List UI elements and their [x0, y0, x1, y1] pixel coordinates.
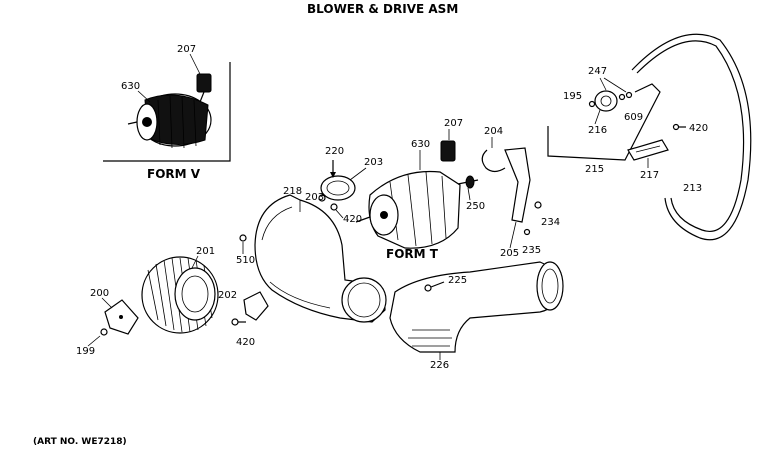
callout-235: 235 — [522, 245, 541, 256]
callout-216: 216 — [588, 125, 607, 136]
callout-215: 215 — [585, 164, 604, 175]
callout-201: 201 — [196, 246, 215, 257]
plate-217: 420 217 — [627, 123, 708, 181]
art-number: (ART NO. WE7218) — [33, 437, 127, 447]
form-v-motor — [127, 93, 212, 149]
callout-207-top: 207 — [177, 44, 196, 55]
callout-217: 217 — [640, 170, 659, 181]
callout-630-mid: 630 — [411, 139, 430, 150]
callout-234: 234 — [541, 217, 560, 228]
callout-207-mid: 207 — [444, 118, 463, 129]
form-v-inset: 207 630 FORM V — [103, 44, 231, 181]
motor-mount-ring: 220 203 203 420 — [305, 146, 383, 225]
form-v-label: FORM V — [147, 167, 201, 181]
screw-199: 199 — [76, 328, 108, 357]
form-v-frame — [103, 62, 231, 162]
callout-247: 247 — [588, 66, 607, 77]
callout-630-top: 630 — [121, 81, 140, 92]
callout-213: 213 — [683, 183, 702, 194]
blower-wheel: 201 — [141, 246, 219, 334]
callout-220: 220 — [325, 146, 344, 157]
blower-housing: 218 — [254, 186, 387, 323]
exhaust-duct: 225 226 — [389, 261, 564, 371]
idler-bracket: 204 205 — [481, 126, 531, 259]
callout-195: 195 — [563, 91, 582, 102]
clip-202: 202 — [218, 290, 269, 321]
callout-203-b: 203 — [305, 192, 324, 203]
screw-510: 510 — [236, 234, 255, 266]
callout-204: 204 — [484, 126, 503, 137]
callout-420-low: 420 — [236, 337, 255, 348]
screw-420-low: 420 — [231, 318, 255, 348]
idler-pulley-assembly: 247 195 216 609 215 — [547, 66, 661, 175]
callout-218: 218 — [283, 186, 302, 197]
form-t-switch: 207 — [440, 118, 463, 162]
callout-420-mid: 420 — [343, 214, 362, 225]
hardware-234-235: 234 235 — [522, 201, 560, 256]
callout-203-a: 203 — [364, 157, 383, 168]
callout-250: 250 — [466, 201, 485, 212]
form-t-label: FORM T — [386, 247, 439, 261]
callout-205: 205 — [500, 248, 519, 259]
diagram-title: BLOWER & DRIVE ASM — [307, 2, 458, 16]
form-t-motor: 630 FORM T 250 — [355, 139, 485, 261]
callout-510: 510 — [236, 255, 255, 266]
callout-202: 202 — [218, 290, 237, 301]
callout-225: 225 — [448, 275, 467, 286]
callout-420-right: 420 — [689, 123, 708, 134]
callout-200: 200 — [90, 288, 109, 299]
form-v-switch — [196, 73, 212, 103]
drive-belt: 213 — [631, 33, 752, 241]
callout-609: 609 — [624, 112, 643, 123]
bracket-200: 200 — [90, 288, 139, 335]
callout-199: 199 — [76, 346, 95, 357]
callout-226: 226 — [430, 360, 449, 371]
